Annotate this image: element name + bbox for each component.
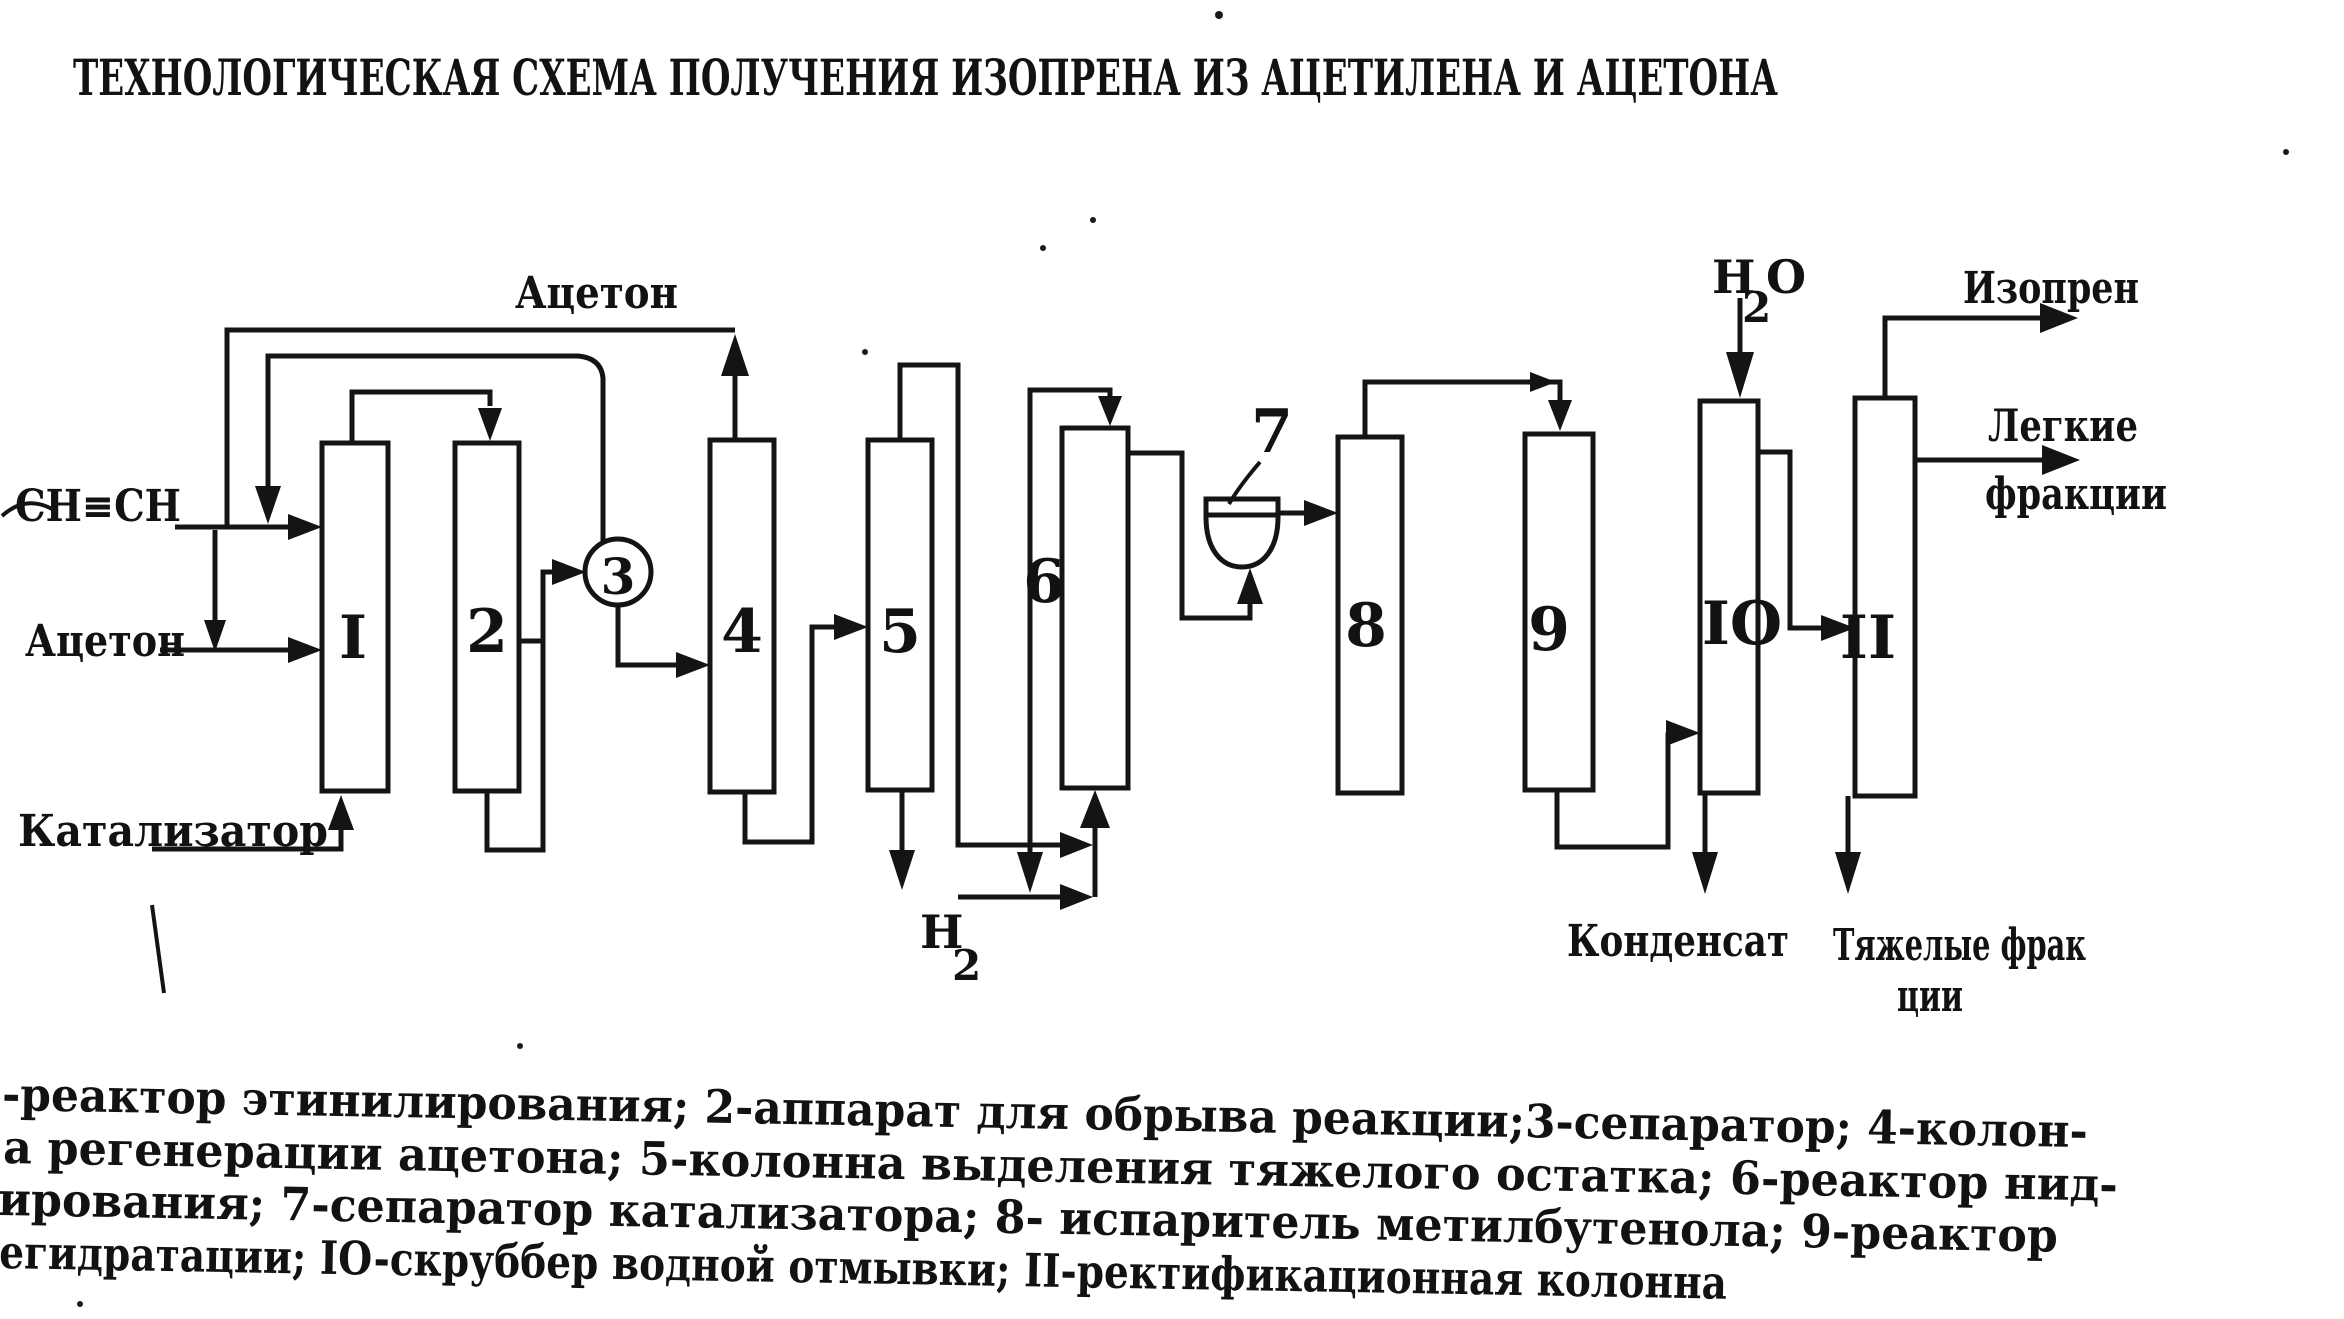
diagram-title: ТЕХНОЛОГИЧЕСКАЯ СХЕМА ПОЛУЧЕНИЯ ИЗОПРЕНА… [73,48,1778,107]
vessel-4-label: 4 [721,597,763,667]
vessel-9-dehydration-reactor [1522,431,1596,793]
pipe-6-top-recycle [1027,387,1113,852]
noise-dot [77,1301,83,1307]
arrowhead-catalyst-into-1 [328,795,354,830]
arrowhead-into-6-bottom [1080,790,1110,828]
vessel-4-acetone-regeneration-column [707,437,777,795]
vessels [319,395,1918,799]
arrowhead-recycle-into-h2-line [1017,852,1043,893]
arrowhead-isoprene-out [2040,303,2078,333]
hydrogen-sub-label: 2 [952,941,981,990]
vessel-8-methylbutenol-evaporator [1335,434,1405,796]
arrowhead-into-10-side [1666,720,1700,746]
pipe-3-bottom-to-4 [615,605,678,668]
pipe-1-to-2-top [349,389,493,443]
acetone-recycle-label: Ацетон [515,268,678,319]
vessel-11-rectification-column [1852,395,1918,799]
arrowhead-into-6-top [1098,396,1122,426]
arrowhead-tee-down [204,620,226,652]
arrowhead-into-5 [834,614,868,640]
vessel-2-label: 2 [466,597,508,667]
arrowhead-into-11-side [1821,615,1855,641]
arrowhead-into-1-acetone [288,637,322,663]
noise-dot [1215,11,1223,19]
arrowhead-into-2-top [478,408,502,441]
arrowhead-hydrogen-join [1060,884,1093,910]
vessel-8-label: 8 [1345,591,1387,661]
vessel-1-ethynylation-reactor [319,440,391,794]
arrowhead-up-from-4 [721,334,749,376]
vessel-labels: I 2 3 4 5 6 7 8 9 IO II [339,397,1896,673]
vessel-1-label: I [339,603,367,673]
vessel-7-catalyst-separator [1203,496,1281,570]
arrowhead-into-4 [676,652,710,678]
acetylene-feed-label: СН≡СН [15,481,181,532]
noise-dot [1040,245,1046,251]
vessel-9-label: 9 [1528,595,1570,665]
pipe-catalyst-to-1 [152,828,344,852]
pipe-4-bottom-to-5 [742,624,836,845]
pipe-6-to-7 [1128,450,1253,621]
vessel-6-label: 6 [1023,547,1065,617]
arrowhead-into-8 [1304,500,1338,526]
vessel-10-label: IO [1702,589,1782,659]
arrowhead-light-fractions-out [2042,445,2080,475]
scan-artifacts [0,11,2289,1307]
light-fractions-label-2: фракции [1985,469,2167,520]
catalyst-label: Катализатор [18,806,328,857]
caption: -реактор этинилирования; 2-аппарат для о… [0,1067,2118,1310]
arrowhead-into-7-bottom [1237,568,1263,604]
arrowhead-into-9-top [1548,400,1572,431]
water-label-o: O [1766,250,1806,304]
acetone-feed-label: Ацетон [25,616,185,667]
stream-labels: Ацетон СН≡СН Ацетон Катализатор H 2 H 2 … [15,250,2167,1022]
pipe-acetone-recycle-from-3 [265,353,606,541]
vessel-7-label-leader [1227,460,1262,505]
arrowhead-condensate-down [1692,852,1718,894]
hydrogen-label: H [920,905,963,959]
vessel-10-water-wash-scrubber [1697,398,1761,796]
left-edge-squiggle [0,501,55,518]
vessel-5-heavy-residue-column [865,437,935,793]
noise-dot [862,349,868,355]
noise-dot [1090,217,1096,223]
stray-stroke [150,904,166,994]
pipe-8-top-to-9-top [1362,379,1563,437]
pipe-isoprene-out [1882,315,2042,398]
arrowhead-5-bottoms-down [889,850,915,890]
light-fractions-label-1: Легкие [1988,401,2138,452]
isoprene-label: Изопрен [1963,263,2139,314]
arrowhead-water-into-10 [1726,352,1754,398]
noise-dot [2283,149,2289,155]
heavy-fractions-label-2: ции [1897,971,1963,1022]
pipe-acetone-recycle-from-4 [224,327,735,527]
vessel-3-label: 3 [601,547,636,606]
pipe-2-bottom-to-3 [484,569,554,853]
arrowhead-join-riser-upper [1060,832,1093,858]
condensate-label: Конденсат [1567,916,1789,967]
arrowhead-recycle-into-feed [255,486,281,524]
arrowheads [204,303,2080,910]
pipe-10-to-11 [1758,449,1824,631]
vessel-2-reaction-quench [452,440,522,794]
vessel-5-label: 5 [879,597,921,667]
vessel-6-hydrogenation-reactor [1059,425,1131,791]
arrowhead-into-1-acetylene [288,514,322,540]
arrowhead-on-8-9-line [1530,372,1556,392]
pipes [152,298,2044,900]
pipe-5-top-to-6-bottom [897,362,1062,848]
heavy-fractions-label-1: Тяжелые фрак [1833,920,2086,971]
noise-dot [517,1043,523,1049]
vessel-7-label: 7 [1251,397,1293,467]
arrowhead-heavy-down [1835,852,1861,894]
water-label-sub: 2 [1742,283,1771,332]
vessel-3-separator [582,536,654,608]
vessel-11-label: II [1840,603,1896,673]
water-label-h: H [1712,250,1755,304]
arrowhead-into-3 [552,559,586,585]
